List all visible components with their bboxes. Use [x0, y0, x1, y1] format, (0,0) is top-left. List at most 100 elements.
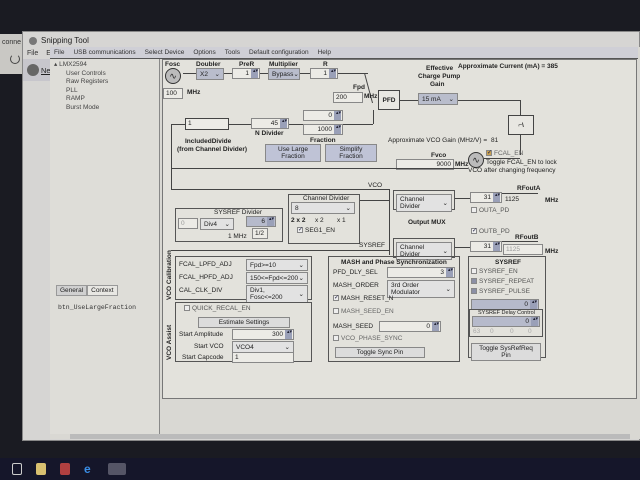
checkbox: [333, 308, 339, 315]
sysref-pulse-checkbox[interactable]: SYSREF_PULSE: [471, 288, 530, 295]
fcal-lpfd-select[interactable]: Fpd>=10⌄: [246, 259, 308, 271]
outb-unit: MHz: [545, 248, 559, 255]
snipping-tool-task-icon[interactable]: [108, 463, 126, 475]
seg1-en-checkbox[interactable]: SEG1_EN: [297, 227, 335, 234]
fcal-hpfd-select[interactable]: 150<=Fpd<=200⌄: [246, 272, 308, 284]
outa-mux-select[interactable]: Channel Divider⌄: [396, 194, 452, 212]
outa-power-spinner[interactable]: 31: [470, 192, 502, 203]
app-icon[interactable]: [60, 463, 70, 475]
new-button[interactable]: New: [27, 64, 56, 76]
cp-gain-select[interactable]: 15 mA⌄: [418, 93, 458, 105]
r-spinner[interactable]: 1: [310, 68, 338, 79]
chevron-down-icon: ⌄: [298, 275, 304, 282]
app-menu-select-device[interactable]: Select Device: [144, 49, 185, 56]
connector: [229, 124, 251, 125]
tree-item-burst-mode[interactable]: Burst Mode: [66, 103, 100, 111]
tree-item-user-controls[interactable]: User Controls: [66, 69, 106, 77]
outa-mux-group: Channel Divider⌄: [393, 190, 455, 212]
connector: [520, 100, 521, 115]
mash-seed-spinner[interactable]: 0: [379, 321, 441, 332]
vco-phase-sync-checkbox[interactable]: VCO_PHASE_SYNC: [333, 335, 402, 342]
navigation-pane: ▴ LMX2594 User Controls Raw Registers PL…: [50, 59, 160, 434]
app-menu-options[interactable]: Options: [193, 49, 216, 56]
prer-label: PreR: [239, 61, 255, 68]
vco-gain-label: Approximate VCO Gain (MHz/V) =: [388, 137, 488, 144]
included-divide-label: IncludedDivide: [185, 138, 232, 145]
n-divider-spinner[interactable]: 45: [251, 118, 289, 129]
outb-power-spinner[interactable]: 31: [470, 241, 502, 252]
sysref-spinner[interactable]: 6: [246, 216, 276, 227]
chevron-down-icon: ⌄: [345, 205, 351, 212]
fraction-denominator[interactable]: 1000: [303, 124, 343, 135]
task-view-icon[interactable]: [12, 463, 22, 475]
channel-divider-select[interactable]: 8⌄: [291, 202, 355, 214]
toggle-sysrefreq-button[interactable]: Toggle SysRefReq Pin: [471, 343, 541, 361]
sysref-en-checkbox[interactable]: SYSREF_EN: [471, 268, 518, 275]
edge-icon[interactable]: e: [84, 462, 91, 476]
tab-context[interactable]: Context: [87, 285, 118, 296]
app-menu-help[interactable]: Help: [317, 49, 331, 56]
connector: [338, 73, 368, 74]
sysref-bus: [171, 250, 389, 251]
mash-reset-checkbox[interactable]: MASH_RESET_N: [333, 295, 393, 302]
sysref-div-select[interactable]: Div4⌄: [200, 218, 234, 230]
pfd-dly-spinner[interactable]: 3: [387, 267, 455, 278]
use-large-fraction-button[interactable]: Use Large Fraction: [265, 144, 321, 162]
cal-clk-div-value: Div1, Fosc<=200: [250, 287, 283, 301]
connector: [520, 135, 521, 155]
tree-item-raw-registers[interactable]: Raw Registers: [66, 78, 109, 86]
tree-item-ramp[interactable]: RAMP: [66, 95, 85, 103]
outb-mux-select[interactable]: Channel Divider⌄: [396, 242, 452, 260]
outb-pd-checkbox[interactable]: OUTB_PD: [471, 228, 510, 235]
multiplier-select[interactable]: Bypass⌄: [268, 68, 300, 80]
tree-item-pll[interactable]: PLL: [66, 86, 78, 94]
cal-clk-div-label: CAL_CLK_DIV: [179, 287, 223, 294]
connector: [224, 73, 232, 74]
output-mux-label: Output MUX: [408, 219, 446, 226]
sysref-delay-group: SYSREF Delay Control 0 63 0 0 0: [469, 309, 543, 337]
cal-clk-div-select[interactable]: Div1, Fosc<=200⌄: [246, 285, 308, 303]
horizontal-scrollbar[interactable]: [70, 434, 630, 439]
tree-root[interactable]: ▴ LMX2594: [54, 61, 87, 68]
fcal-en-checkbox[interactable]: FCAL_EN: [486, 150, 523, 157]
outa-pd-checkbox[interactable]: OUTA_PD: [471, 207, 509, 214]
toggle-sync-pin-button[interactable]: Toggle Sync Pin: [335, 347, 425, 358]
start-amplitude-spinner[interactable]: 300: [232, 329, 294, 340]
fcal-lpfd-label: FCAL_LPFD_ADJ: [179, 261, 232, 268]
fcal-hpfd-value: 150<=Fpd<=200: [250, 274, 299, 282]
quick-recal-checkbox[interactable]: QUICK_RECAL_EN: [184, 305, 251, 312]
chevron-down-icon: ⌄: [214, 71, 220, 78]
fosc-input[interactable]: 100: [163, 88, 183, 99]
background-window-title: conne: [2, 39, 22, 46]
fraction-numerator[interactable]: 0: [303, 110, 343, 121]
fvco-unit: MHz: [455, 161, 469, 168]
context-text: btn_UseLargeFraction: [58, 304, 137, 311]
sysref-delay-spinner[interactable]: 0: [472, 316, 540, 327]
multiplier-value: Bypass: [272, 70, 294, 78]
doubler-select[interactable]: X2⌄: [196, 68, 224, 80]
mash-seed-en-checkbox[interactable]: MASH_SEED_EN: [333, 308, 394, 315]
estimate-settings-button[interactable]: Estimate Settings: [198, 317, 290, 328]
mash-order-select[interactable]: 3rd Order Modulator⌄: [387, 280, 455, 298]
checkbox: [471, 268, 477, 275]
vco-icon: ∿: [468, 152, 484, 168]
vco-calibration-group: FCAL_LPFD_ADJ Fpd>=10⌄ FCAL_HPFD_ADJ 150…: [175, 256, 312, 303]
outb-pd-label: OUTB_PD: [479, 228, 510, 235]
connector: [360, 200, 390, 201]
app-menu-usb[interactable]: USB communications: [73, 49, 136, 56]
start-capcode-input[interactable]: 1: [232, 352, 294, 363]
app-menu-default-config[interactable]: Default configuration: [248, 49, 309, 56]
refresh-icon[interactable]: [10, 54, 20, 64]
app-menu-file[interactable]: File: [54, 49, 65, 56]
app-menu-tools[interactable]: Tools: [224, 49, 240, 56]
tab-general[interactable]: General: [56, 285, 88, 296]
connector: [455, 247, 470, 248]
prer-spinner[interactable]: 1: [232, 68, 260, 79]
connector: [502, 241, 538, 242]
file-explorer-icon[interactable]: [36, 463, 46, 475]
sysref-repeat-checkbox[interactable]: SYSREF_REPEAT: [471, 278, 534, 285]
mash-order-value: 3rd Order Modulator: [391, 282, 420, 296]
simplify-fraction-button[interactable]: Simplify Fraction: [325, 144, 377, 162]
menu-file[interactable]: File: [27, 50, 39, 57]
sysref-delay-title: SYSREF Delay Control: [478, 310, 535, 316]
